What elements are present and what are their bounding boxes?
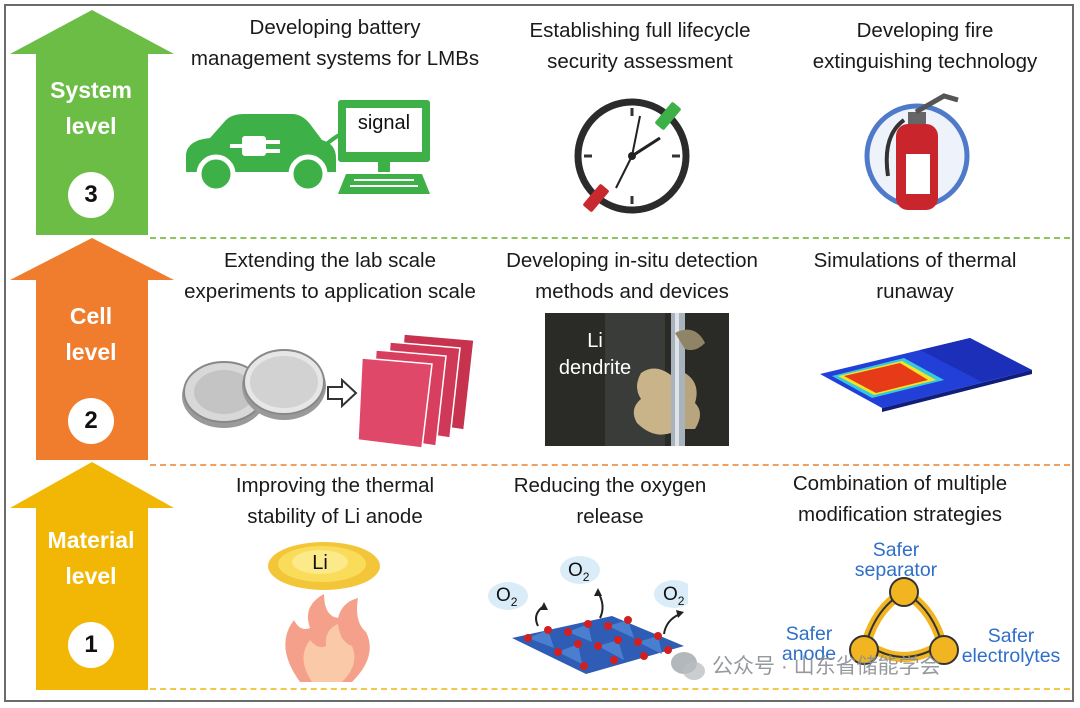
- thermal-runaway-heatmap: [820, 338, 1032, 412]
- system-level-arrow: [10, 10, 174, 235]
- system-cell-divider: [150, 237, 1070, 239]
- level-2-badge: 2: [68, 398, 114, 444]
- pouch-cells-icon: [358, 333, 475, 449]
- fire-extinguisher-icon: [864, 93, 970, 210]
- right-arrow-icon: [327, 378, 358, 408]
- dendrite-photo: [545, 313, 729, 446]
- cell-level-arrow: [10, 238, 174, 460]
- o2-label-right: O2: [663, 584, 685, 608]
- wechat-logo-icon: [671, 652, 705, 680]
- watermark-text: 公众号 · 山东省储能学会: [712, 655, 941, 678]
- material-level-arrow: [10, 462, 174, 690]
- o2-label-left: O2: [496, 585, 518, 609]
- triangle-strategies-icon: [849, 577, 959, 665]
- oxygen-lattice-icon: [488, 556, 688, 674]
- li-coin-flame-icon: [268, 542, 380, 682]
- clock-icon: [574, 98, 690, 214]
- o2-label-middle: O2: [568, 560, 590, 584]
- signal-label: signal: [357, 112, 411, 134]
- level-3-badge: 3: [68, 172, 114, 218]
- coin-cells-icon: [182, 349, 326, 428]
- li-coin-label: Li: [312, 552, 328, 574]
- bottom-divider: [150, 688, 1070, 690]
- computer-monitor-icon: [338, 100, 430, 194]
- electric-car-icon: [186, 114, 340, 194]
- level-1-badge: 1: [68, 622, 114, 668]
- cell-material-divider: [150, 464, 1070, 466]
